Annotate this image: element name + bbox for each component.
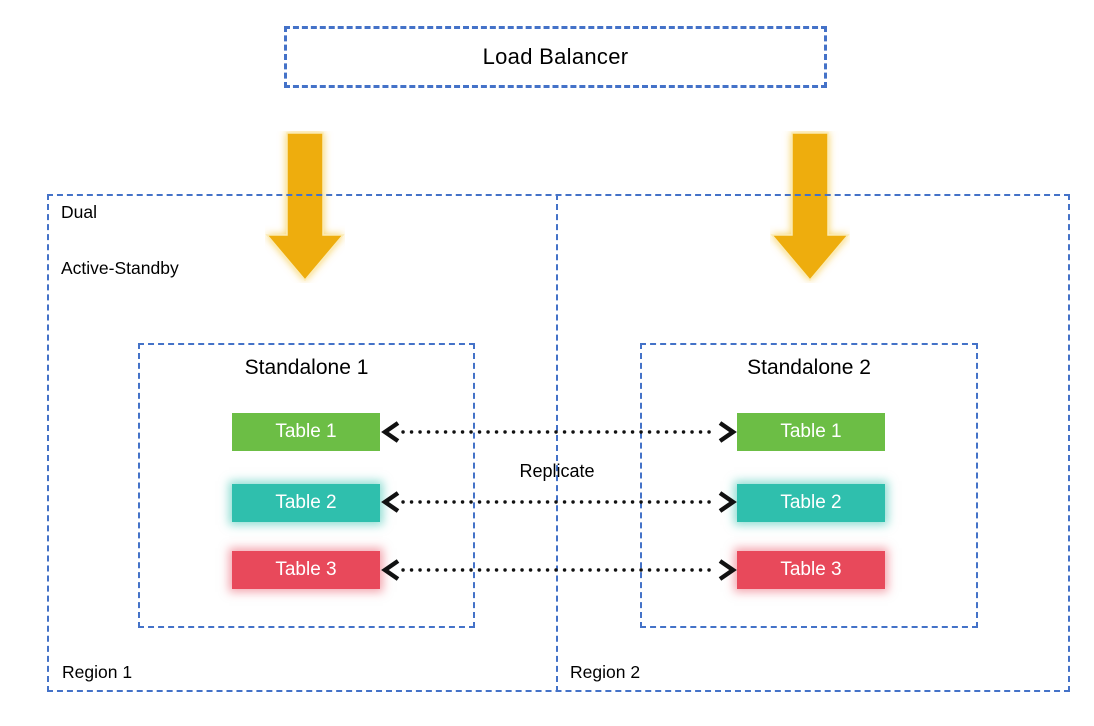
- standalone-2-title: Standalone 2: [747, 356, 871, 379]
- region-2-label: Region 2: [570, 662, 641, 682]
- load-balancer-label: Load Balancer: [482, 44, 629, 69]
- dual-active-standby-box: [47, 194, 1070, 692]
- standalone-1-box: Standalone 1: [138, 343, 475, 628]
- region1-table-2: Table 2: [232, 484, 380, 522]
- region2-table-2: Table 2: [737, 484, 885, 522]
- region2-table-1: Table 1: [737, 413, 885, 451]
- region1-table-3: Table 3: [232, 551, 380, 589]
- region-1-label: Region 1: [62, 662, 133, 682]
- down-arrow-icon: [770, 132, 850, 282]
- standalone-2-box: Standalone 2: [640, 343, 978, 628]
- down-arrow-icon: [265, 132, 345, 282]
- replicate-label: Replicate: [519, 461, 595, 481]
- double-headed-dotted-arrow-icon: [381, 491, 737, 513]
- region1-table-1: Table 1: [232, 413, 380, 451]
- double-headed-dotted-arrow-icon: [381, 559, 737, 581]
- standalone-1-title: Standalone 1: [244, 356, 369, 379]
- double-headed-dotted-arrow-icon: [381, 421, 737, 443]
- load-balancer-box: Load Balancer: [284, 26, 827, 88]
- region-divider-line: [556, 194, 558, 692]
- dual-active-standby-label: Dual Active-Standby: [61, 202, 179, 278]
- region2-table-3: Table 3: [737, 551, 885, 589]
